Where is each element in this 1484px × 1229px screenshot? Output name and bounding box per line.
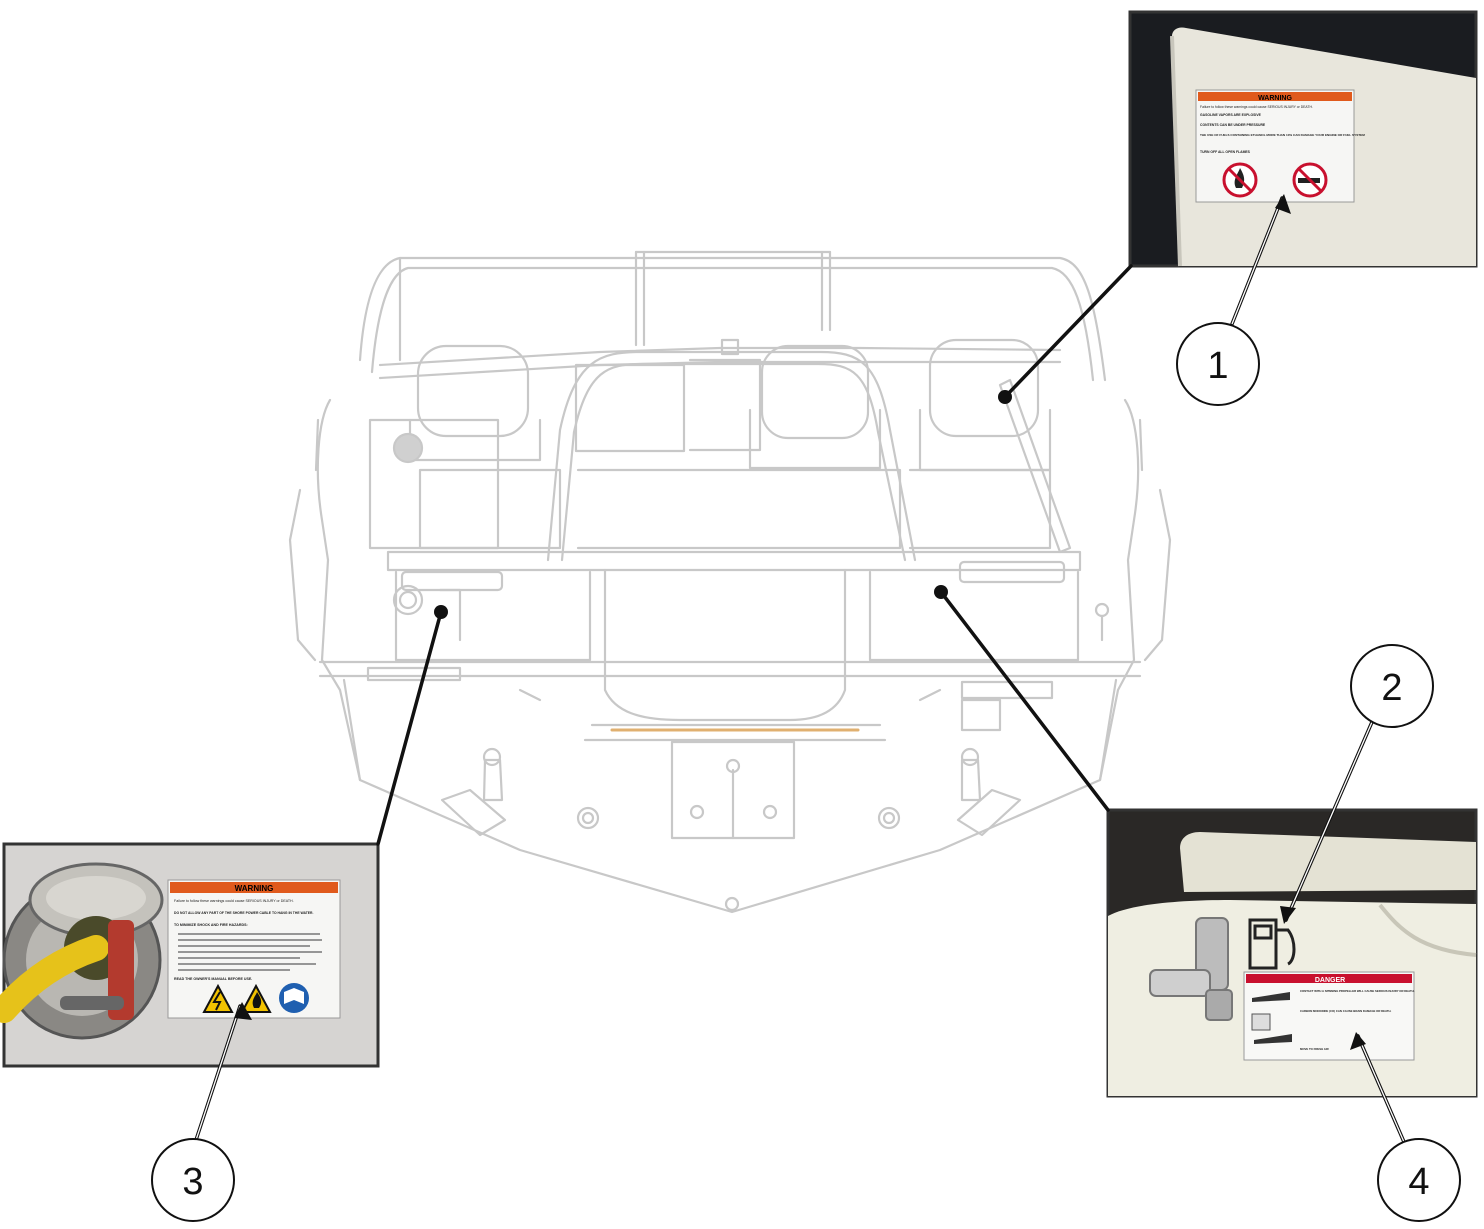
fuel-pump-icon: [1248, 918, 1296, 970]
no-open-flame-icon: [1222, 162, 1258, 198]
fire-hazard-icon: [240, 983, 272, 1013]
photo-engine-hatch-labels: DANGER CONTACT WITH A SPINNING PROPELLER…: [1106, 808, 1478, 1098]
photo-shore-power-label: WARNING Failure to follow these warnings…: [0, 842, 380, 1068]
fuel-warning-line4: THE USE OF FUELS CONTAINING ETHANOL MORE…: [1200, 133, 1365, 137]
propeller-danger-line3: MOVE TO FRESH AIR: [1300, 1047, 1329, 1051]
leader-arrowheads: [234, 194, 1366, 1050]
callout-3-number: 3: [182, 1161, 203, 1203]
callout-4: 4: [1377, 1138, 1461, 1222]
leader-line-photo3: [376, 610, 443, 846]
leader-line-photo1: [1003, 264, 1133, 399]
fuel-warning-header: WARNING: [1258, 95, 1292, 102]
callout-1: 1: [1176, 322, 1260, 406]
fuel-warning-line2: GASOLINE VAPORS ARE EXPLOSIVE: [1200, 113, 1262, 117]
propeller-hazard-icon: [1251, 992, 1292, 1044]
callout-4-number: 4: [1408, 1161, 1429, 1203]
fuel-warning-line1: Failure to follow these warnings could c…: [1200, 105, 1313, 109]
propeller-danger-header: DANGER: [1315, 977, 1345, 984]
shore-power-warning-header: WARNING: [235, 884, 274, 893]
callout-1-number: 1: [1207, 345, 1228, 387]
callout-3: 3: [151, 1138, 235, 1222]
propeller-danger-line1: CONTACT WITH A SPINNING PROPELLER WILL C…: [1300, 989, 1415, 993]
leader-dot-4: [934, 585, 948, 599]
shore-power-inlet-icon: [0, 862, 164, 1040]
photo-fuel-warning-label: WARNING Failure to follow these warnings…: [1128, 10, 1478, 268]
read-manual-icon: [279, 983, 309, 1013]
fuel-warning-line5: TURN OFF ALL OPEN FLAMES: [1200, 150, 1251, 154]
propeller-danger-line2: CARBON MONOXIDE (CO) CAN CAUSE BRAIN DAM…: [1300, 1009, 1392, 1013]
callout-2-number: 2: [1381, 667, 1402, 709]
electric-shock-hazard-icon: [202, 983, 234, 1013]
no-smoking-icon: [1292, 162, 1328, 198]
shore-power-warning-line4: READ THE OWNER'S MANUAL BEFORE USE.: [174, 977, 252, 981]
shore-power-warning-line2: DO NOT ALLOW ANY PART OF THE SHORE POWER…: [174, 911, 314, 915]
shore-power-warning-line3: TO MINIMIZE SHOCK AND FIRE HAZARDS:: [174, 923, 248, 927]
leader-line-photo4: [939, 590, 1110, 812]
boat-stern-line-art: [288, 250, 1172, 914]
callout-2: 2: [1350, 644, 1434, 728]
leader-lines-white-core: [195, 197, 1405, 1143]
shore-power-warning-line1: Failure to follow these warnings could c…: [174, 899, 294, 903]
leader-dot-3: [434, 605, 448, 619]
leader-endpoint-dots: [434, 390, 1012, 619]
hatch-latch-icon: [1149, 917, 1233, 1021]
leader-dot-1: [998, 390, 1012, 404]
fuel-warning-line3: CONTENTS CAN BE UNDER PRESSURE: [1200, 123, 1266, 127]
